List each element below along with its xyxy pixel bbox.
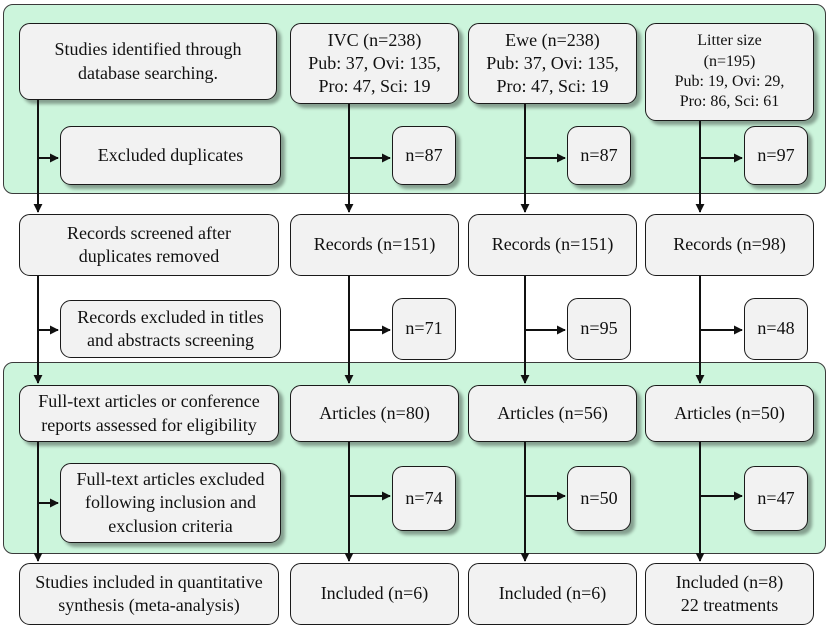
ewe-articles-box: Articles (n=56) [468,385,637,442]
ewe-records-box: Records (n=151) [468,214,637,276]
litter-size-included-box: Included (n=8) 22 treatments [645,563,814,625]
ivc-records-box: Records (n=151) [290,214,459,276]
fulltext-assessed-box: Full-text articles or conference reports… [19,385,279,442]
ewe-articles-excluded-count-box: n=50 [567,466,631,531]
litter-size-excluded-count-box: n=48 [744,298,808,360]
records-excluded-box: Records excluded in titles and abstracts… [60,300,281,358]
litter-size-duplicates-count-box: n=97 [744,126,808,185]
litter-size-articles-box: Articles (n=50) [645,385,814,442]
ewe-duplicates-count-box: n=87 [567,126,631,185]
ewe-excluded-count-box: n=95 [567,298,631,360]
ivc-included-box: Included (n=6) [290,563,459,625]
ivc-articles-box: Articles (n=80) [290,385,459,442]
ivc-articles-excluded-count-box: n=74 [392,466,456,531]
ivc-excluded-count-box: n=71 [392,298,456,360]
litter-size-articles-excluded-count-box: n=47 [744,466,808,531]
ewe-included-box: Included (n=6) [468,563,637,625]
studies-included-box: Studies included in quantitative synthes… [19,563,279,625]
litter-size-identified-box: Litter size (n=195) Pub: 19, Ovi: 29, Pr… [645,23,814,121]
ivc-duplicates-count-box: n=87 [392,126,456,185]
ivc-identified-box: IVC (n=238) Pub: 37, Ovi: 135, Pro: 47, … [290,23,459,104]
ewe-identified-box: Ewe (n=238) Pub: 37, Ovi: 135, Pro: 47, … [468,23,637,104]
studies-identified-box: Studies identified through database sear… [19,23,277,100]
fulltext-excluded-box: Full-text articles excluded following in… [60,463,281,543]
excluded-duplicates-box: Excluded duplicates [60,126,281,185]
records-screened-box: Records screened after duplicates remove… [19,214,279,276]
litter-size-records-box: Records (n=98) [645,214,814,276]
